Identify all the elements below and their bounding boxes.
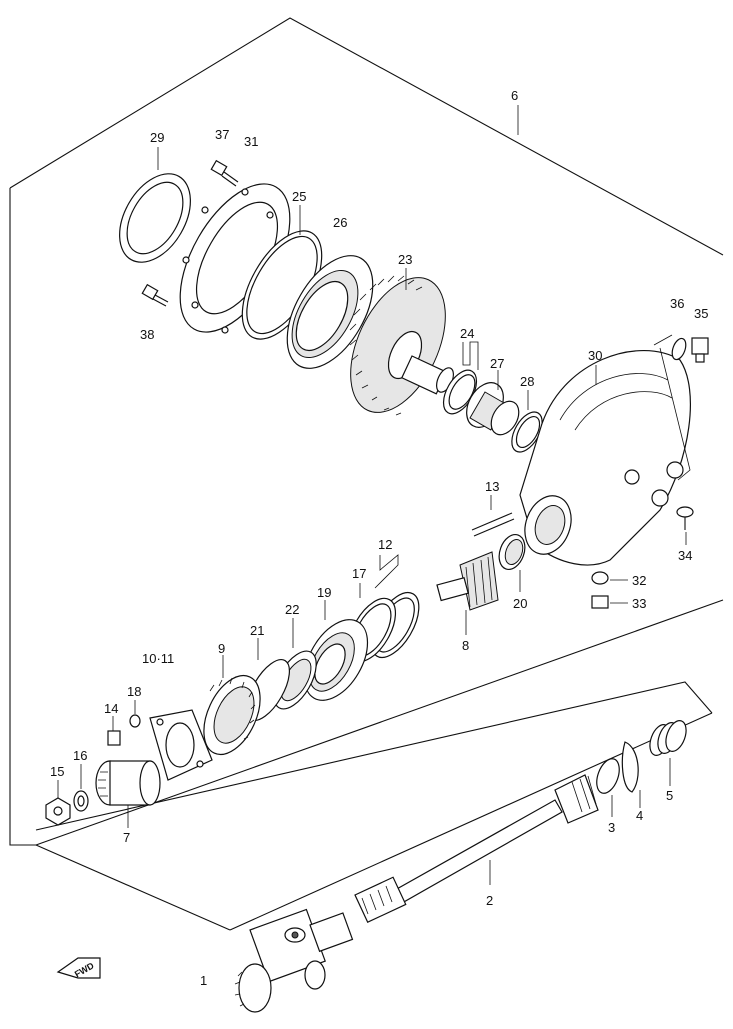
label-part-30: 30	[588, 348, 602, 363]
gasket-18	[129, 700, 213, 781]
seal-22	[273, 618, 317, 710]
drain-plug-35	[653, 334, 709, 481]
bolt-14	[107, 716, 121, 746]
label-part-23: 23	[398, 252, 412, 267]
label-part-28: 28	[520, 374, 534, 389]
label-part-1: 1	[200, 973, 207, 988]
label-part-26: 26	[333, 215, 347, 230]
ring-gear-23	[349, 268, 454, 416]
label-part-32: 32	[632, 573, 646, 588]
label-part-16: 16	[73, 748, 87, 763]
part-labels: 1 2 3 4 5 6 7 8 9 10·11 12 13 14 15 16 1…	[50, 88, 708, 988]
label-part-29: 29	[150, 130, 164, 145]
bolt-37	[210, 159, 239, 187]
label-part-33: 33	[632, 596, 646, 611]
propeller-shaft-2	[354, 774, 599, 923]
nut-32	[591, 571, 628, 585]
label-part-22: 22	[285, 602, 299, 617]
label-part-37: 37	[215, 127, 229, 142]
nut-33	[591, 595, 628, 609]
label-part-7: 7	[123, 830, 130, 845]
label-part-3: 3	[608, 820, 615, 835]
label-part-13: 13	[485, 479, 499, 494]
label-part-5: 5	[666, 788, 673, 803]
bearing-20	[498, 533, 526, 592]
label-part-10-11: 10·11	[142, 651, 174, 666]
forward-arrow-icon: FWD	[56, 957, 101, 979]
label-part-2: 2	[486, 893, 493, 908]
label-part-9: 9	[218, 641, 225, 656]
label-part-20: 20	[513, 596, 527, 611]
bearing-27	[466, 370, 520, 436]
label-part-15: 15	[50, 764, 64, 779]
washer-16	[73, 764, 89, 812]
gear-case-housing-30	[519, 349, 691, 566]
bolt-38	[141, 283, 169, 307]
label-part-19: 19	[317, 585, 331, 600]
label-part-18: 18	[127, 684, 141, 699]
label-part-6: 6	[511, 88, 518, 103]
stud-13	[471, 495, 515, 537]
cover-plate	[179, 183, 291, 334]
label-part-14: 14	[104, 701, 118, 716]
o-ring-set-5	[649, 720, 687, 786]
label-part-31: 31	[244, 134, 258, 149]
label-part-25: 25	[292, 189, 306, 204]
label-part-17: 17	[352, 566, 366, 581]
universal-joint-1	[234, 908, 354, 1013]
bolt-34	[676, 506, 694, 545]
circlip-3	[596, 758, 620, 817]
bearing-19	[303, 600, 369, 701]
coupling-7	[95, 760, 161, 828]
pinion-gear-8	[436, 551, 499, 635]
seal-29	[119, 147, 191, 263]
label-part-12: 12	[378, 537, 392, 552]
nut-15	[45, 780, 71, 826]
label-part-34: 34	[678, 548, 692, 563]
bearing-retainer-9	[203, 655, 261, 755]
bearing-26	[286, 255, 374, 369]
label-part-24: 24	[460, 326, 474, 341]
label-part-4: 4	[636, 808, 643, 823]
label-part-38: 38	[140, 327, 154, 342]
label-part-21: 21	[250, 623, 264, 638]
o-ring-25	[241, 205, 323, 340]
label-part-27: 27	[490, 356, 504, 371]
label-part-35: 35	[694, 306, 708, 321]
snap-ring-4	[621, 741, 641, 808]
label-part-8: 8	[462, 638, 469, 653]
label-part-36: 36	[670, 296, 684, 311]
